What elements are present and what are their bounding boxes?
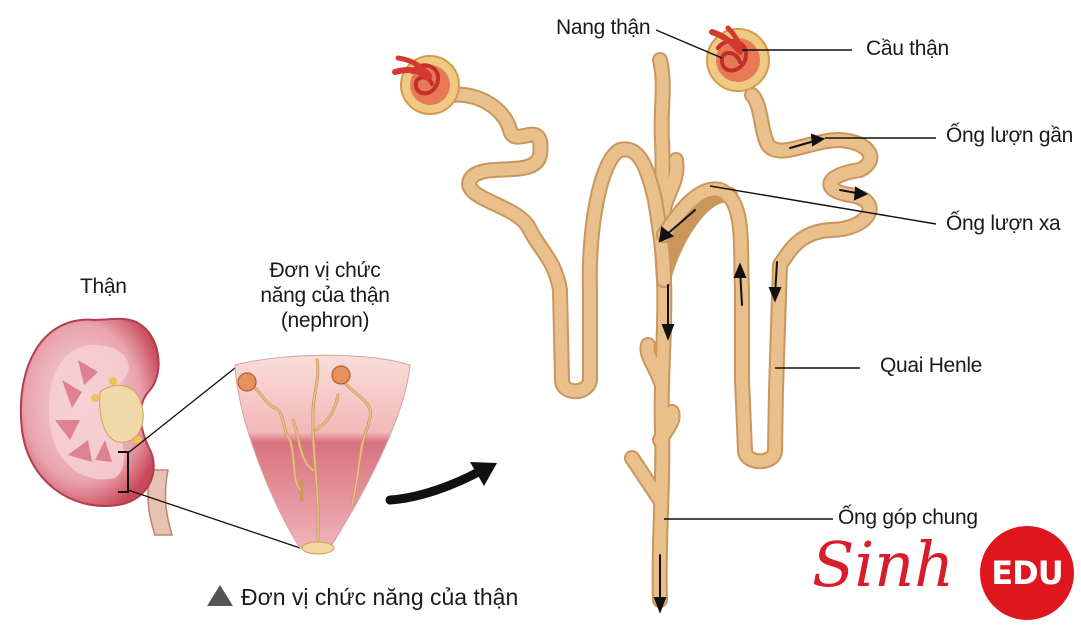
curved-arrow-icon <box>385 462 497 505</box>
label-nephron-unit: Đơn vị chức năng của thận (nephron) <box>260 259 390 332</box>
logo-badge-text: EDU <box>991 554 1063 592</box>
left-nephron <box>392 55 672 400</box>
figure-caption: Đơn vị chức năng của thận <box>207 584 518 611</box>
renal-pyramid <box>234 354 411 555</box>
label-proximal-tubule: Ống lượn gần <box>946 124 1073 147</box>
triangle-bullet-icon <box>207 585 233 606</box>
collecting-duct <box>624 52 738 608</box>
figure-caption-text: Đơn vị chức năng của thận <box>241 584 519 610</box>
logo-script-text: Sinh <box>812 528 955 601</box>
logo-badge: EDU <box>980 526 1074 620</box>
label-collecting-duct: Ống góp chung <box>838 506 978 529</box>
right-nephron <box>656 25 879 470</box>
flow-arrow-icon <box>653 133 869 614</box>
label-loop-henle: Quai Henle <box>880 354 983 377</box>
label-capsule: Nang thận <box>556 16 651 39</box>
leader-lines <box>655 29 937 520</box>
label-glomerulus: Cầu thận <box>866 37 949 60</box>
label-kidney: Thận <box>80 275 127 298</box>
label-distal-tubule: Ống lượn xa <box>946 212 1061 235</box>
kidney-illustration <box>19 317 301 549</box>
